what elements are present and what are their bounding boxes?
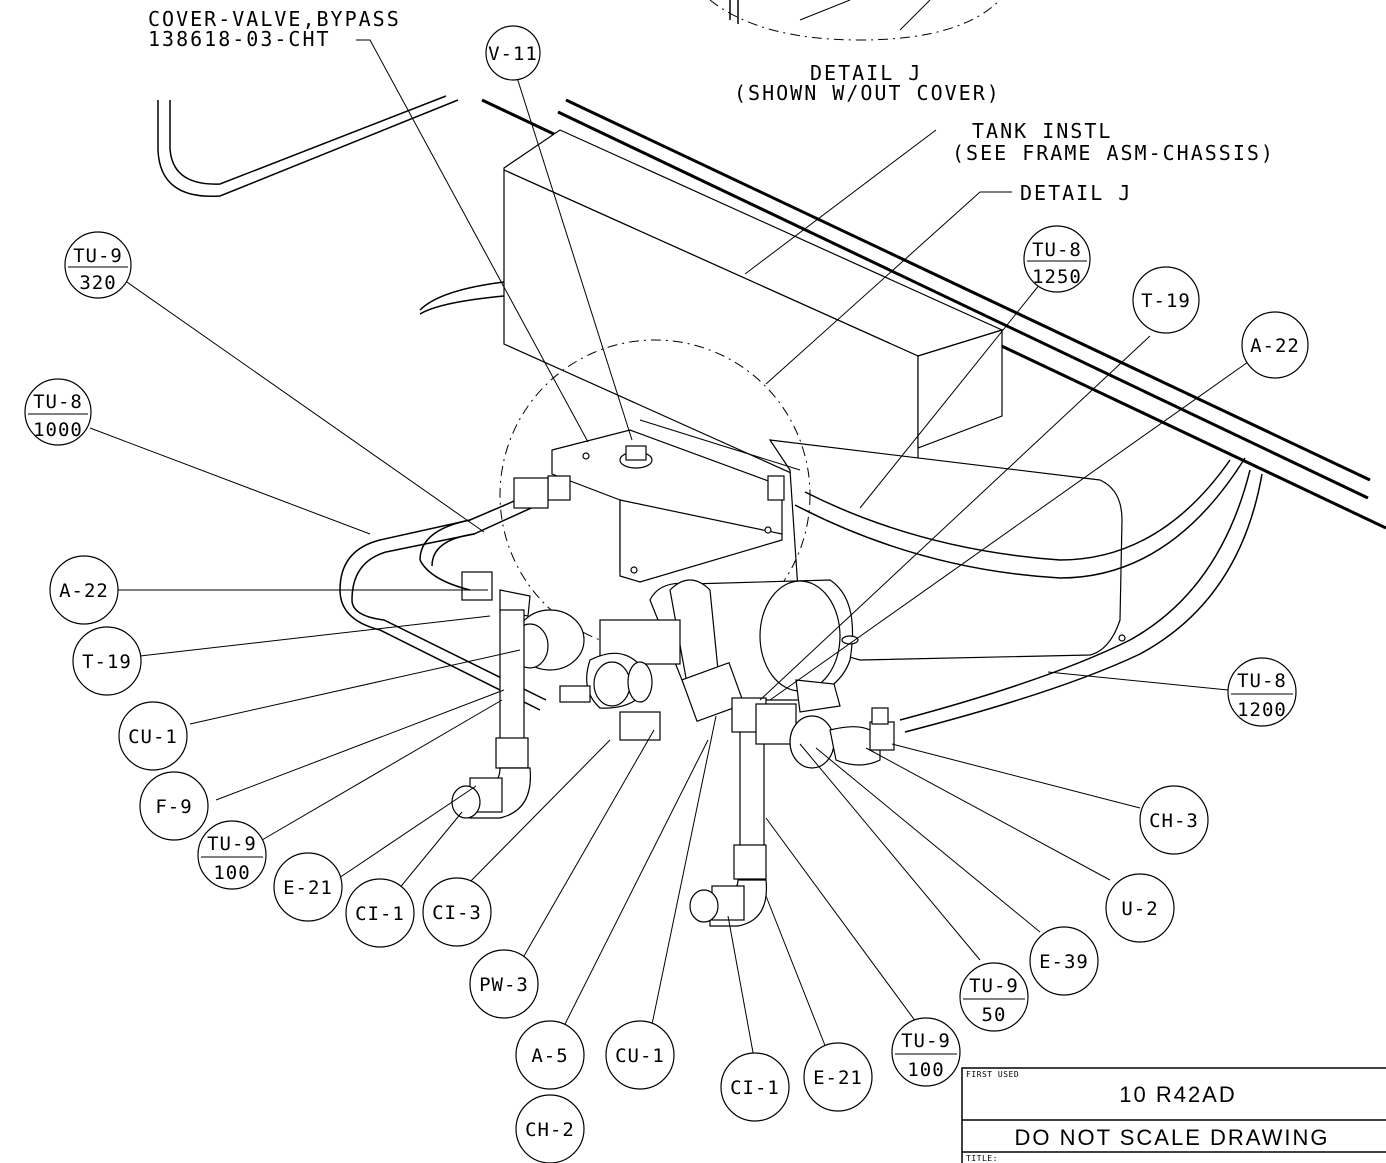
callout-bubble: PW-3 <box>469 949 539 1019</box>
callout-bubble: CI-1 <box>345 878 415 948</box>
callout-bubble: T-19 <box>72 626 142 696</box>
callout-bubble: U-2 <box>1105 873 1175 943</box>
callout-bubble: F-9 <box>139 771 209 841</box>
callout-id: T-19 <box>82 651 132 673</box>
callout-id: TU-9 <box>969 975 1019 997</box>
tank-box <box>503 129 1004 531</box>
callout-bubble: TU-9 50 <box>959 962 1029 1032</box>
callout-bubble: E-21 <box>273 852 343 922</box>
text-notes: COVER-VALVE,BYPASS 138618-03-CHT DETAIL … <box>148 7 1275 205</box>
outlet-union <box>559 635 895 769</box>
callout-qty: 1000 <box>33 419 83 441</box>
callout-bubble: CH-2 <box>515 1094 585 1163</box>
detail-j-subtitle: (SHOWN W/OUT COVER) <box>734 81 1001 105</box>
return-hose <box>899 469 1263 733</box>
callout-id: TU-8 <box>1032 239 1082 261</box>
pump-assembly <box>586 579 853 722</box>
callout-qty: 100 <box>213 862 250 884</box>
callout-bubble: TU-9 100 <box>891 1017 961 1087</box>
filter-assembly <box>339 477 585 711</box>
callout-qty: 1250 <box>1032 266 1082 288</box>
callout-id: PW-3 <box>479 974 529 996</box>
callout-id: TU-9 <box>73 245 123 267</box>
callout-id: CI-1 <box>355 903 405 925</box>
callout-bubble: A-5 <box>515 1020 585 1090</box>
tank-instl-reference: (SEE FRAME ASM-CHASSIS) <box>952 141 1275 165</box>
cover-valve-label: COVER-VALVE,BYPASS <box>148 7 401 31</box>
callout-id: V-11 <box>488 43 538 65</box>
detail-j-title: DETAIL J <box>810 61 922 85</box>
callout-id: E-39 <box>1039 951 1089 973</box>
callout-bubble: A-22 <box>49 555 119 625</box>
title-label: TITLE: <box>966 1154 998 1163</box>
callout-id: TU-8 <box>1237 670 1287 692</box>
callout-id: TU-9 <box>901 1030 951 1052</box>
callout-id: U-2 <box>1121 898 1158 920</box>
detail-j-reference: DETAIL J <box>1020 181 1132 205</box>
callout-qty: 320 <box>79 272 116 294</box>
suction-tube-left <box>451 609 532 819</box>
callout-qty: 100 <box>907 1059 944 1081</box>
callout-bubble: E-21 <box>803 1042 873 1112</box>
callout-bubble: CH-3 <box>1139 785 1209 855</box>
callout-id: CU-1 <box>128 726 178 748</box>
callout-id: E-21 <box>283 877 333 899</box>
callout-id: TU-8 <box>33 391 83 413</box>
detail-j-partial-circle <box>709 0 1001 41</box>
callout-id: CU-1 <box>615 1045 665 1067</box>
callout-bubble: V-11 <box>485 25 541 81</box>
callout-bubble: TU-9 320 <box>64 231 132 299</box>
cover-part-number: 138618-03-CHT <box>148 27 331 51</box>
top-hose <box>157 95 459 198</box>
callout-bubble: CI-1 <box>720 1052 790 1122</box>
callout-qty: 1200 <box>1237 699 1287 721</box>
callout-bubble: TU-9 100 <box>197 820 267 890</box>
scale-note: DO NOT SCALE DRAWING <box>1014 1125 1329 1150</box>
callout-bubble: CI-3 <box>422 877 492 947</box>
tank-instl-label: TANK INSTL <box>972 119 1112 143</box>
leader-lines <box>89 39 1249 1059</box>
callout-bubble: A-22 <box>1241 311 1309 379</box>
callout-bubble: TU-8 1200 <box>1227 657 1297 727</box>
title-block: FIRST USED 10 R42AD DO NOT SCALE DRAWING… <box>961 1067 1386 1163</box>
callout-qty: 50 <box>982 1004 1007 1026</box>
callout-id: CI-3 <box>432 902 482 924</box>
callout-bubble: CU-1 <box>605 1020 675 1090</box>
callout-id: CI-1 <box>730 1077 780 1099</box>
first-used-label: FIRST USED <box>966 1070 1019 1079</box>
callout-id: TU-9 <box>207 833 257 855</box>
callout-bubble: TU-8 1000 <box>24 378 92 446</box>
first-used-value: 10 R42AD <box>1119 1082 1237 1107</box>
callout-id: CH-3 <box>1149 810 1199 832</box>
callout-id: E-21 <box>813 1067 863 1089</box>
suction-tube-right <box>689 729 768 927</box>
callout-id: T-19 <box>1141 290 1191 312</box>
callout-bubble: TU-8 1250 <box>1023 225 1091 293</box>
callout-id: A-22 <box>1250 335 1300 357</box>
callout-id: F-9 <box>155 796 192 818</box>
left-tank-hose <box>419 281 505 311</box>
callout-bubble: E-39 <box>1029 926 1099 996</box>
callout-bubble: CU-1 <box>118 701 188 771</box>
callout-id: CH-2 <box>525 1119 575 1141</box>
callout-id: A-22 <box>59 580 109 602</box>
callout-bubble: T-19 <box>1132 266 1200 334</box>
valve-plate <box>547 419 801 583</box>
callouts: V-11 TU-9 320 TU-8 1250 T-19 A-22 <box>24 25 1309 1163</box>
callout-id: A-5 <box>531 1045 568 1067</box>
